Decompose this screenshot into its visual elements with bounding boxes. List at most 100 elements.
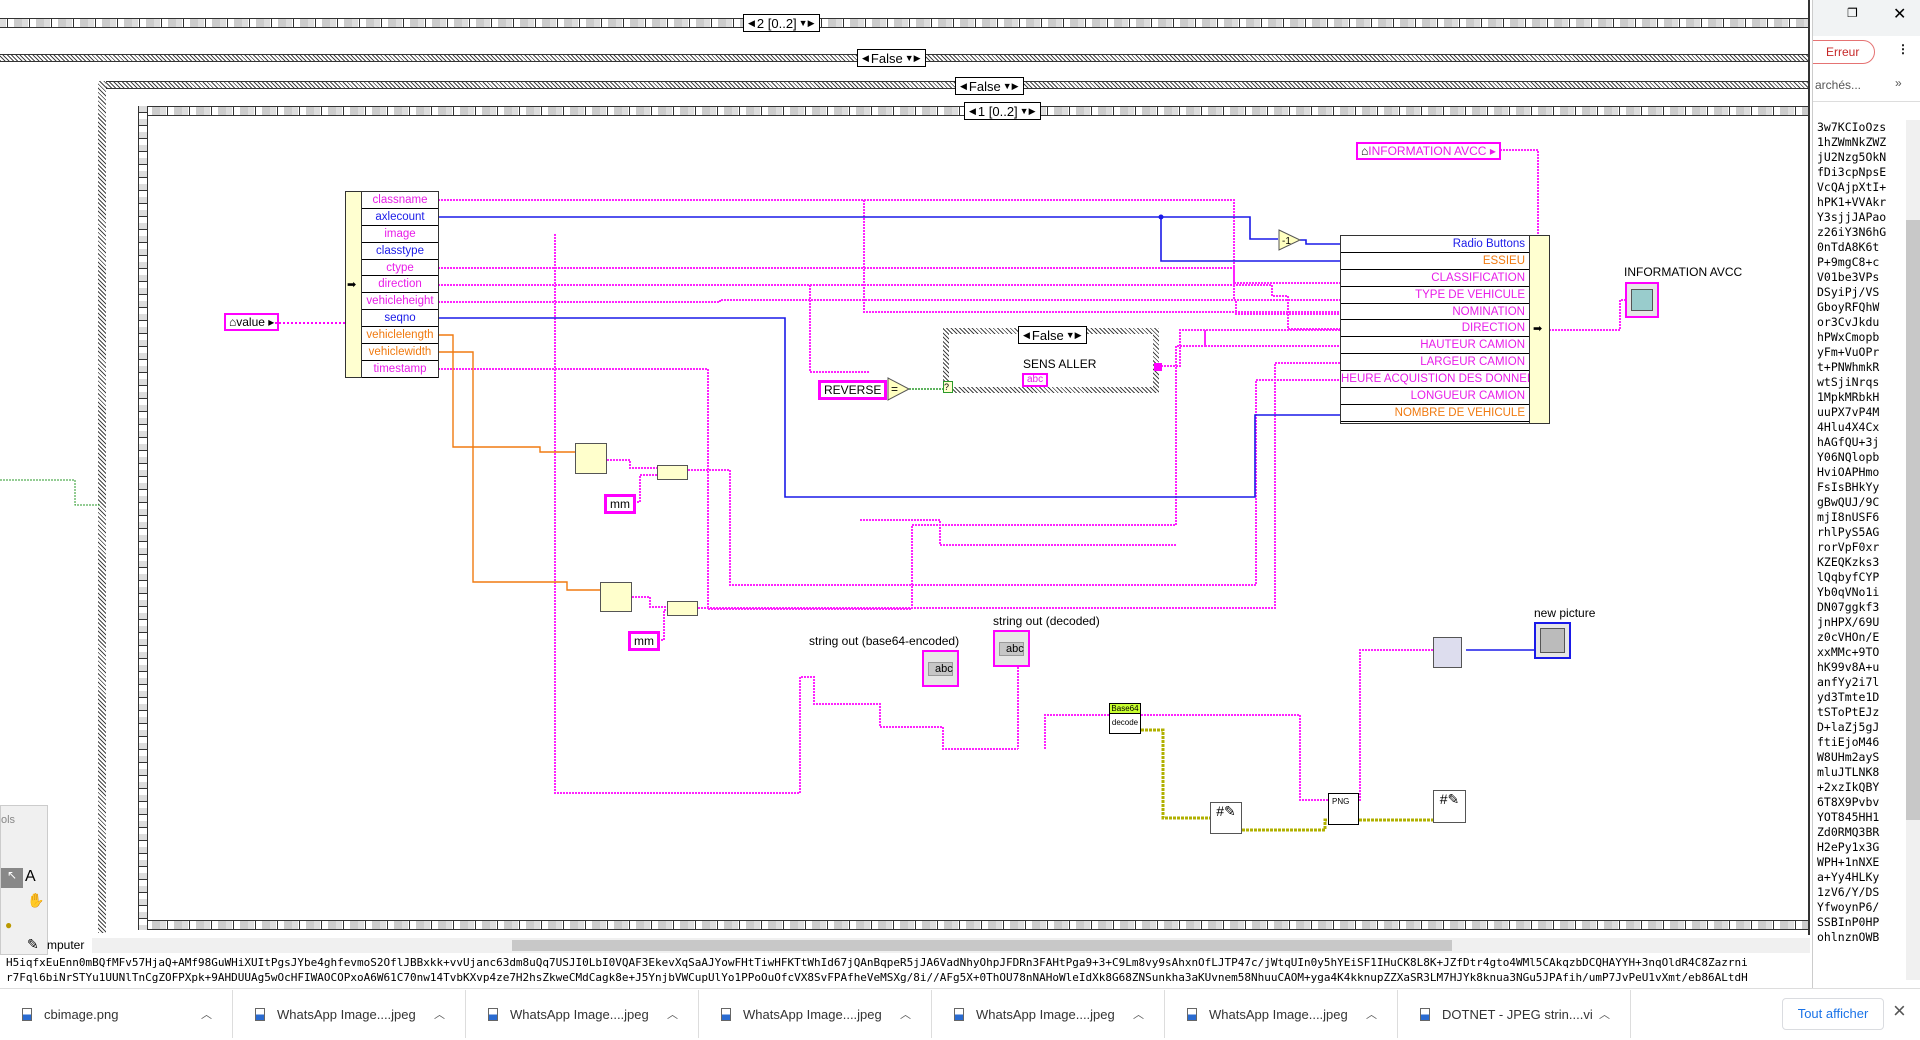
hand-tool-icon[interactable]: ✋: [27, 892, 45, 908]
code-line: xxMMc+9TO: [1817, 645, 1880, 659]
sens-case-selector[interactable]: ◀False▼▶: [1018, 326, 1087, 344]
close-downloads-icon[interactable]: ×: [1893, 998, 1906, 1023]
chevron-up-icon[interactable]: ︿: [201, 1009, 212, 1021]
inner-sequence-selector[interactable]: ◀1 [0..2]▼▶: [964, 102, 1041, 120]
bundle-element[interactable]: LARGEUR CAMION: [1341, 354, 1529, 372]
bundle-element[interactable]: NOMINATION: [1341, 304, 1529, 321]
chevron-up-icon[interactable]: ︿: [1366, 1009, 1377, 1021]
code-line: YfwoynP6/: [1817, 900, 1880, 914]
reverse-constant[interactable]: REVERSE: [818, 380, 888, 400]
bookmarks-label[interactable]: archés...: [1815, 78, 1862, 92]
inner-sequence-frame-left: [138, 106, 148, 930]
window-tab[interactable]: mputer: [47, 938, 85, 952]
base64-decode-node[interactable]: Base64 decode: [1109, 703, 1141, 734]
file-icon: [1187, 1007, 1197, 1021]
more-bookmarks-icon[interactable]: »: [1895, 76, 1902, 90]
sens-aller-constant[interactable]: abc: [1022, 373, 1049, 387]
outer-sequence-selector[interactable]: ◀2 [0..2]▼▶: [743, 14, 820, 32]
base64-body: decode: [1111, 718, 1139, 727]
mm-constant-1[interactable]: mm: [604, 494, 636, 514]
decrement-label: -1: [1282, 236, 1291, 247]
unbundle-element-vehicleheight[interactable]: vehicleheight: [362, 293, 438, 311]
file-icon: [954, 1007, 964, 1021]
value-local-variable[interactable]: ⌂value ▸: [224, 313, 280, 331]
decrement-node[interactable]: -1: [1278, 229, 1302, 251]
unbundle-element-axlecount[interactable]: axlecount: [362, 209, 438, 226]
concat-node-2[interactable]: [667, 601, 698, 616]
mm-constant-2[interactable]: mm: [628, 631, 660, 651]
vertical-scrollbar[interactable]: [1906, 120, 1920, 980]
bundle-element[interactable]: CLASSIFICATION: [1341, 270, 1529, 287]
file-icon: [255, 1007, 265, 1021]
unbundle-element-image[interactable]: image: [362, 226, 438, 243]
bundle-element[interactable]: DIRECTION: [1341, 320, 1529, 338]
case-selector-terminal: ?: [943, 381, 953, 393]
download-item[interactable]: WhatsApp Image....jpeg︿: [466, 990, 699, 1038]
unbundle-element-vehiclelength[interactable]: vehiclelength: [362, 327, 438, 345]
bundle-element[interactable]: TYPE DE VEHICULE: [1341, 287, 1529, 304]
case-selector-2[interactable]: ◀False▼▶: [955, 77, 1024, 95]
bundle-element[interactable]: HAUTEUR CAMION: [1341, 337, 1529, 355]
unbundle-element-classname[interactable]: classname: [362, 192, 438, 209]
code-line: lQqbyfCYP: [1817, 570, 1880, 584]
bundle-element[interactable]: Radio Buttons: [1341, 236, 1529, 253]
wire-vehiclewidth: [438, 351, 600, 591]
picture-draw-node[interactable]: [1433, 637, 1462, 668]
text-tool-icon[interactable]: A: [25, 868, 36, 885]
wire-value: [275, 322, 345, 324]
chevron-up-icon[interactable]: ︿: [1599, 1009, 1610, 1021]
operate-tool-icon[interactable]: ↖: [1, 868, 23, 888]
information-avcc-indicator[interactable]: [1625, 282, 1659, 318]
download-item[interactable]: WhatsApp Image....jpeg︿: [932, 990, 1165, 1038]
code-line: 1hZWmNkZWZ: [1817, 135, 1887, 149]
bundle-element[interactable]: ESSIEU: [1341, 253, 1529, 270]
number-to-string-node-2[interactable]: [600, 582, 632, 612]
wire-direction: [438, 284, 1340, 330]
download-item[interactable]: cbimage.png︿: [0, 990, 233, 1038]
string-out-decoded-indicator[interactable]: abc: [993, 630, 1030, 667]
tools-palette[interactable]: ols ↖ A ✋ ● ✎: [0, 805, 48, 955]
download-item[interactable]: WhatsApp Image....jpeg︿: [1165, 990, 1398, 1038]
brush-tool-icon[interactable]: ✎: [27, 936, 39, 952]
flatten-pixmap-icon[interactable]: #✎: [1210, 802, 1242, 834]
chevron-up-icon[interactable]: ︿: [434, 1009, 445, 1021]
unbundle-element-seqno[interactable]: seqno: [362, 310, 438, 328]
bundle-element[interactable]: NOMBRE DE VEHICULE: [1341, 405, 1529, 422]
unbundle-element-classtype[interactable]: classtype: [362, 243, 438, 260]
bundle-element[interactable]: LONGUEUR CAMION: [1341, 388, 1529, 405]
download-item[interactable]: WhatsApp Image....jpeg︿: [233, 990, 466, 1038]
chevron-up-icon[interactable]: ︿: [1133, 1009, 1144, 1021]
horizontal-scrollbar[interactable]: [92, 938, 1810, 953]
equal-node[interactable]: =: [887, 377, 911, 401]
menu-dots-icon[interactable]: ⋮: [1897, 42, 1909, 56]
download-item[interactable]: WhatsApp Image....jpeg︿: [699, 990, 932, 1038]
unbundle-element-ctype[interactable]: ctype: [362, 260, 438, 277]
unbundle-element-timestamp[interactable]: timestamp: [362, 361, 438, 378]
selector-value: False: [870, 50, 903, 66]
show-all-button[interactable]: Tout afficher: [1782, 998, 1884, 1030]
concat-node-1[interactable]: [657, 465, 688, 480]
information-avcc-indicator-label: INFORMATION AVCC: [1624, 265, 1743, 279]
probe-tool-icon[interactable]: ●: [5, 918, 13, 932]
wire-mm1: [637, 474, 657, 503]
error-button[interactable]: Erreur: [1813, 40, 1875, 64]
chevron-up-icon[interactable]: ︿: [667, 1009, 678, 1021]
png-read-node[interactable]: PNG: [1328, 793, 1359, 825]
string-out-base64-indicator[interactable]: abc: [922, 650, 959, 687]
chevron-up-icon[interactable]: ︿: [900, 1009, 911, 1021]
restore-icon[interactable]: ❐: [1847, 6, 1858, 20]
new-picture-indicator[interactable]: [1534, 622, 1571, 659]
case-selector-1[interactable]: ◀False▼▶: [857, 49, 926, 67]
download-item[interactable]: DOTNET - JPEG strin....vi︿: [1398, 990, 1631, 1038]
unbundle-element-direction[interactable]: direction: [362, 276, 438, 294]
close-window-icon[interactable]: ✕: [1893, 6, 1907, 23]
cluster-icon: [1631, 289, 1653, 311]
draw-pixmap-icon[interactable]: #✎: [1433, 790, 1466, 823]
information-avcc-local-variable[interactable]: ⌂INFORMATION AVCC ▸: [1356, 142, 1501, 160]
bundle-element[interactable]: HEURE ACQUISTION DES DONNEES: [1341, 371, 1529, 389]
unbundle-element-vehiclewidth[interactable]: vehiclewidth: [362, 344, 438, 361]
number-to-string-node-1[interactable]: [575, 443, 607, 474]
inner-sequence-frame-bottom: [138, 920, 1810, 930]
